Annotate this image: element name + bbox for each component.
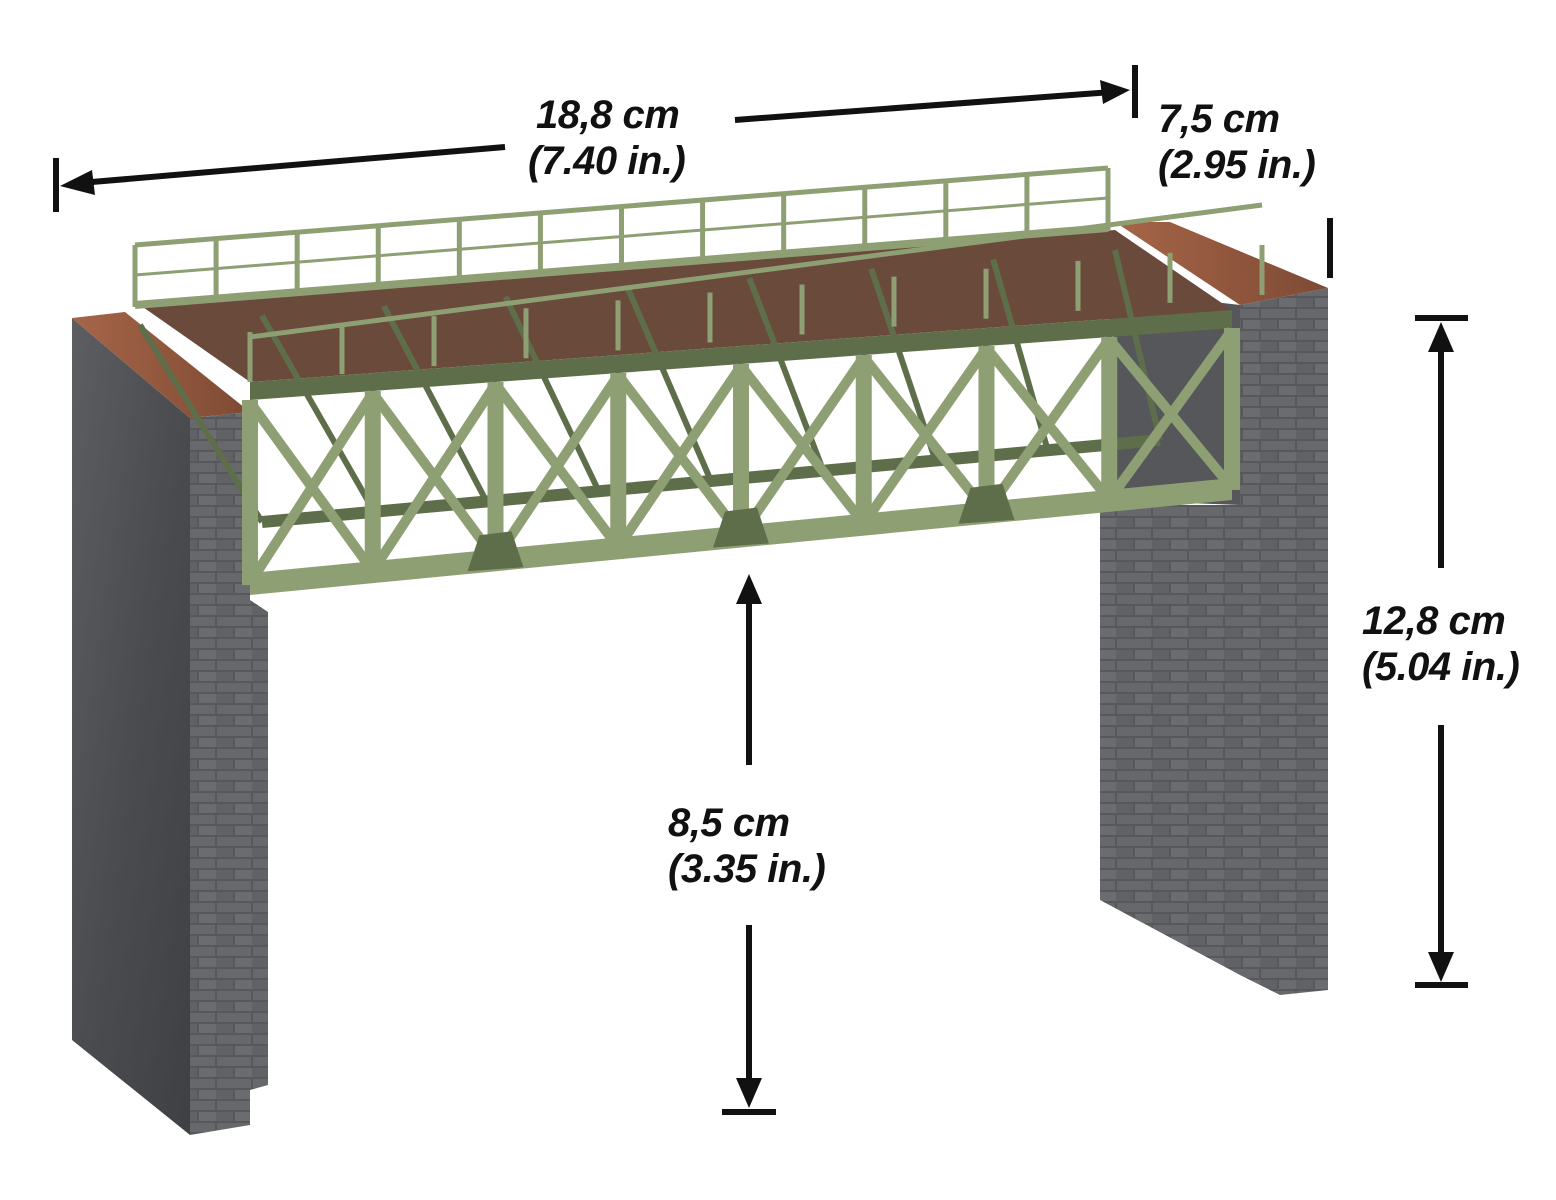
left-pier-side — [190, 412, 268, 1135]
length-imperial: (7.40 in.) — [528, 139, 686, 183]
width-imperial: (2.95 in.) — [1158, 143, 1316, 187]
length-metric: 18,8 cm — [536, 93, 680, 137]
clearance-metric: 8,5 cm — [668, 801, 790, 845]
height-label: 12,8 cm (5.04 in.) — [1362, 598, 1520, 690]
clearance-label: 8,5 cm (3.35 in.) — [668, 800, 826, 892]
clearance-arrowhead-bottom — [736, 1078, 762, 1108]
right-pier — [1100, 222, 1328, 995]
front-truss-diagonal — [1105, 327, 1237, 503]
height-arrowhead-bottom — [1428, 952, 1454, 982]
front-truss-diagonal — [491, 372, 623, 563]
height-imperial: (5.04 in.) — [1362, 645, 1520, 689]
right-pier-cap — [1115, 222, 1328, 305]
gusset-plate — [467, 531, 524, 572]
right-pier-back-block — [1100, 505, 1240, 975]
back-truss-post — [502, 295, 602, 493]
length-arrow-right-line — [734, 89, 1113, 123]
deck-edge — [250, 310, 1232, 400]
height-arrowhead-top — [1428, 322, 1454, 352]
length-label: 18,8 cm (7.40 in.) — [528, 92, 686, 184]
gusset-plate — [713, 507, 769, 548]
width-label: 7,5 cm (2.95 in.) — [1158, 96, 1316, 188]
back-truss-post — [259, 314, 377, 514]
clearance-arrowhead-top — [736, 574, 762, 604]
left-pier-cap — [72, 312, 250, 418]
deck-surface — [140, 230, 1232, 382]
front-truss-diagonal — [736, 354, 868, 539]
front-truss-diagonal — [245, 390, 377, 586]
back-truss-post — [1112, 249, 1163, 441]
length-arrowhead-left — [60, 170, 95, 195]
right-pier-front-block — [1240, 288, 1328, 995]
front-truss-diagonal — [982, 336, 1114, 515]
clearance-imperial: (3.35 in.) — [668, 847, 826, 891]
back-truss-post — [624, 286, 714, 483]
back-truss-post — [381, 304, 490, 503]
front-truss-diagonal — [859, 345, 991, 527]
truss-bridge — [132, 165, 1265, 595]
dimension-arrows — [53, 65, 1468, 1115]
length-arrow-left-line — [79, 144, 506, 186]
front-truss-diagonal — [368, 381, 500, 574]
back-truss-post — [137, 323, 265, 524]
height-metric: 12,8 cm — [1362, 599, 1506, 643]
gusset-plate — [958, 483, 1015, 524]
front-truss-diagonal — [614, 363, 746, 551]
left-pier-face — [72, 318, 190, 1135]
back-walkway-edge — [134, 224, 1109, 309]
left-pier — [72, 312, 268, 1135]
length-arrowhead-right — [1100, 80, 1130, 104]
width-metric: 7,5 cm — [1158, 97, 1280, 141]
